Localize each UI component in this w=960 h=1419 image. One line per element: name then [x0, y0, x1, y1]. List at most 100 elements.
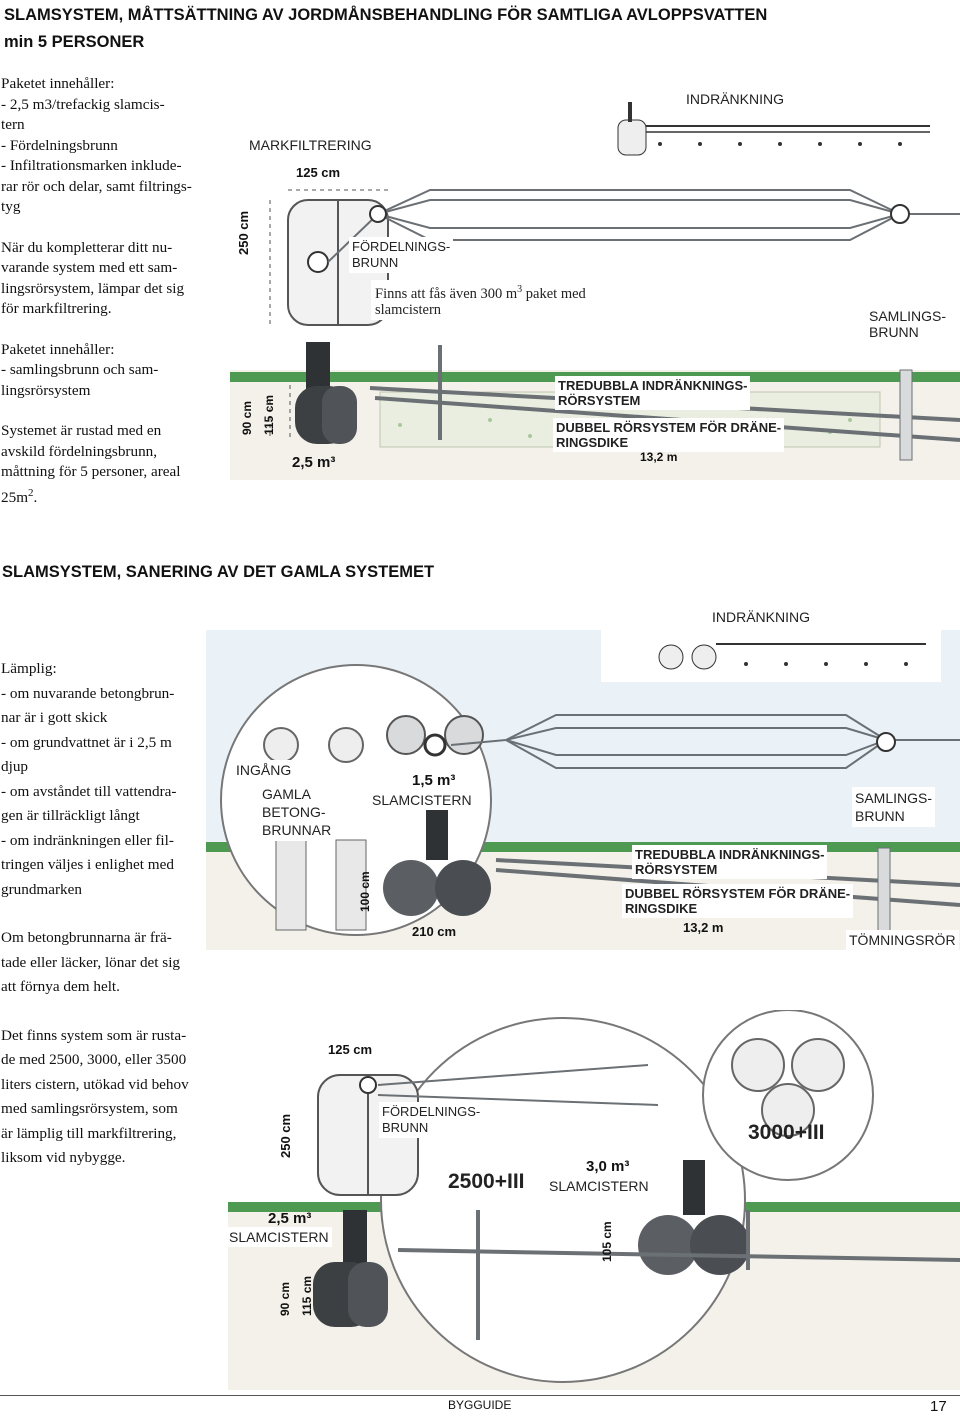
label-line: DUBBEL RÖRSYSTEM FÖR DRÄNE- — [625, 886, 851, 901]
label-line: RÖRSYSTEM — [558, 393, 641, 408]
text-line: - samlingsbrunn och sam- — [1, 361, 159, 378]
plan-pipes — [450, 714, 960, 769]
text-line: lingsrörsystem — [1, 381, 91, 399]
tank-section-2500 — [313, 1210, 388, 1327]
label-gamla-betongbrunnar: GAMLA BETONG- BRUNNAR — [259, 783, 335, 841]
dim-125: 125 cm — [328, 1042, 373, 1057]
label-slamcistern-3000: SLAMCISTERN — [546, 1176, 652, 1196]
dim-100: 100 cm — [358, 871, 372, 912]
label-line: DUBBEL RÖRSYSTEM FÖR DRÄNE- — [556, 420, 782, 435]
section1-title-line1: SLAMSYSTEM, MÅTTSÄTTNING AV JORDMÅNSBEHA… — [4, 6, 768, 24]
dim-115: 115 cm — [300, 1275, 314, 1316]
samlingsbrunn-section — [877, 847, 891, 939]
label-line: RINGSDIKE — [625, 901, 698, 916]
samlingsbrunn-section — [899, 369, 913, 461]
text-line: avskild fördelningsbrunn, — [1, 442, 158, 460]
text-line: Paketet innehåller: — [1, 75, 115, 92]
old-well-section — [335, 839, 367, 931]
area-value: 25m — [1, 488, 29, 506]
label-ingang: INGÅNG — [233, 760, 295, 780]
text-line: - Infiltrationsmarken inklude- — [1, 157, 182, 174]
label-fordelningsbrunn: FÖRDELNINGS- BRUNN — [349, 237, 454, 273]
dim-250: 250 cm — [278, 1113, 293, 1158]
text-line: - om nuvarande betongbrun- — [1, 684, 175, 702]
label-finns-300: Finns att fås även 300 m3 paket med slam… — [371, 280, 590, 320]
label-line: SAMLINGS- — [855, 790, 933, 806]
text-line: att förnya dem helt. — [1, 978, 120, 995]
section2-title: SLAMSYSTEM, SANERING AV DET GAMLA SYSTEM… — [2, 563, 435, 581]
text-line: tade eller läcker, lönar det sig — [1, 953, 181, 971]
text-line: lingsrörsystem, lämpar det sig — [1, 279, 185, 297]
s1-para2: När du kompletterar ditt nu- varande sys… — [1, 238, 204, 320]
label-part: paket med — [522, 285, 586, 302]
s2-para3: Det finns system som är rusta- de med 25… — [1, 1024, 203, 1171]
label-line: BRUNN — [855, 808, 905, 824]
label-line: BRUNN — [869, 324, 919, 340]
model-2500: 2500+III — [448, 1170, 525, 1193]
label-tomningsror: TÖMNINGSRÖR — [846, 930, 959, 950]
area-exponent: 2 — [28, 486, 34, 499]
label-line: RINGSDIKE — [556, 435, 629, 450]
text-line: - om grundvattnet är i 2,5 m — [1, 733, 172, 751]
text-line: Systemet är rustad med en — [1, 422, 162, 439]
tank-plan-view — [287, 199, 389, 326]
indrankning-inset-drawing — [658, 643, 926, 670]
label-line: GAMLA — [262, 786, 312, 802]
plan-pipes — [327, 189, 960, 263]
section1-title: SLAMSYSTEM, MÅTTSÄTTNING AV JORDMÅNSBEHA… — [4, 4, 767, 53]
page-number: 17 — [930, 1398, 947, 1415]
diagram-cistern-variants — [228, 1010, 960, 1390]
text-line: grundmarken — [1, 880, 82, 898]
dim-90: 90 cm — [278, 1281, 292, 1316]
text-line: nar är i gott skick — [1, 709, 108, 726]
section1-title-line2: min 5 PERSONER — [4, 33, 145, 51]
samlingsbrunn-plan — [876, 732, 896, 752]
label-indrankning: INDRÄNKNING — [683, 89, 788, 109]
section-pipes — [397, 1210, 960, 1340]
label-part: Finns att fås även 300 m — [375, 285, 518, 302]
dim-250: 250 cm — [236, 210, 251, 255]
text-line: - 2,5 m3/trefackig slamcis- — [1, 95, 165, 113]
label-line: TREDUBBLA INDRÄNKNINGS- — [635, 847, 825, 862]
fordelningsbrunn-plan — [369, 205, 387, 223]
text-line: varande system med ett sam- — [1, 259, 178, 276]
text-line: djup — [1, 758, 29, 775]
old-wells-plan — [263, 727, 364, 763]
text-line: är lämplig till markfiltrering, — [1, 1124, 177, 1142]
text-line: Om betongbrunnarna är frä- — [1, 929, 172, 946]
label-line: TREDUBBLA INDRÄNKNINGS- — [558, 378, 748, 393]
tank-section-view — [383, 810, 491, 916]
label-line: BRUNN — [352, 255, 399, 270]
s2-para2: Om betongbrunnarna är frä- tade eller lä… — [1, 926, 203, 1000]
text-line: tringen väljes i enlighet med — [1, 856, 174, 873]
dim-210: 210 cm — [412, 924, 457, 939]
label-dubbel: DUBBEL RÖRSYSTEM FÖR DRÄNE- RINGSDIKE — [553, 418, 785, 452]
dim-13-2: 13,2 m — [640, 450, 678, 464]
label-line: BETONG- — [262, 804, 326, 820]
text-line: Paketet innehåller: — [1, 340, 115, 358]
text-line: liksom vid nybygge. — [1, 1149, 126, 1166]
label-tredubbla: TREDUBBLA INDRÄNKNINGS- RÖRSYSTEM — [555, 376, 751, 410]
period: . — [33, 488, 38, 506]
text-line: - om avståndet till vattendra- — [1, 782, 177, 800]
grass-strip — [206, 842, 960, 852]
label-line: slamcistern — [375, 301, 442, 318]
footer-brand: BYGGUIDE — [448, 1398, 512, 1412]
label-exponent: 3 — [517, 284, 523, 295]
dim-volume-15: 1,5 m³ — [412, 772, 456, 789]
text-line: rar rör och delar, samt filtrings- — [1, 177, 192, 195]
section1-text-column: Paketet innehåller: - 2,5 m3/trefackig s… — [1, 74, 204, 508]
indrankning-inset — [601, 630, 941, 682]
dim-13-2: 13,2 m — [683, 920, 724, 935]
plan-pipes — [377, 1064, 659, 1106]
label-line: BRUNN — [382, 1120, 429, 1135]
label-indrankning: INDRÄNKNING — [709, 607, 814, 627]
tank-section-3000 — [638, 1160, 750, 1275]
text-line: liters cistern, utökad vid behov — [1, 1075, 189, 1093]
indrankning-inset-drawing — [617, 102, 930, 156]
label-line: SAMLINGS- — [869, 308, 947, 324]
model-3000: 3000+III — [748, 1121, 825, 1144]
label-line: RÖRSYSTEM — [635, 862, 718, 877]
label-line: FÖRDELNINGS- — [352, 239, 451, 254]
dim-125: 125 cm — [296, 165, 341, 180]
